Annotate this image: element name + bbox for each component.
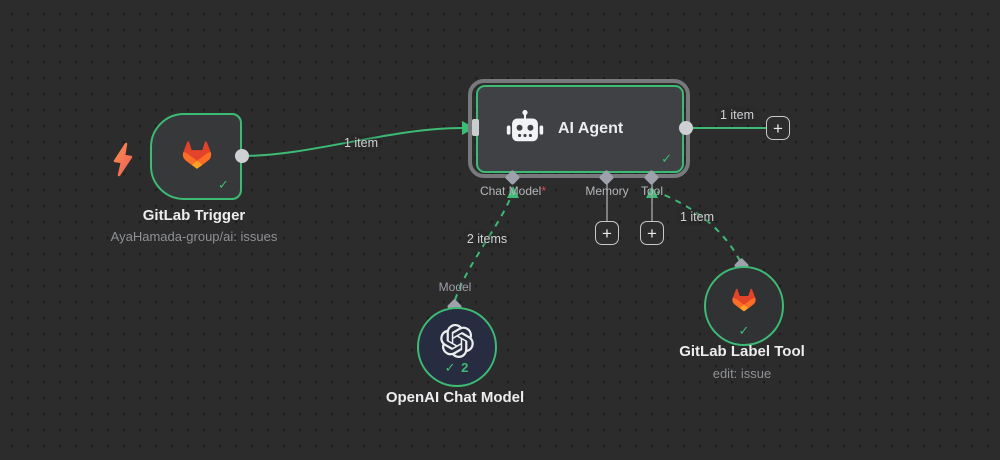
lightning-icon [113, 142, 133, 177]
connection-trigger-to-agent[interactable] [241, 127, 463, 157]
port-label-chat-model: Chat Model* [479, 184, 547, 198]
wire-label-tool-to-agent: 1 item [679, 210, 715, 224]
agent-input-port[interactable] [472, 119, 479, 136]
run-count-badge: ✓ 2 [444, 360, 470, 375]
connection-model-to-agent[interactable] [454, 193, 513, 301]
port-label-tool: Tool [640, 184, 663, 198]
wire-label-trigger-to-agent: 1 item [343, 136, 379, 150]
success-check-icon: ✓ [218, 177, 229, 192]
gitlab-icon [182, 141, 212, 169]
wire-label-model-to-agent: 2 items [466, 232, 508, 246]
port-label-memory: Memory [585, 184, 629, 198]
node-title-openai: OpenAI Chat Model [385, 389, 525, 406]
node-title-ai-agent: AI Agent [558, 120, 624, 137]
wire-label-agent-output: 1 item [719, 108, 755, 122]
success-check-icon: ✓ [738, 323, 750, 338]
success-check-icon: ✓ [661, 151, 672, 166]
node-title-gitlab-label-tool: GitLab Label Tool [679, 343, 805, 360]
node-openai-chat-model[interactable]: ✓ 2 [417, 307, 497, 387]
gitlab-icon [732, 288, 756, 312]
add-tool-button[interactable]: + [640, 221, 664, 245]
trigger-output-port[interactable] [235, 149, 249, 163]
add-memory-button[interactable]: + [595, 221, 619, 245]
node-subtitle-gitlab-label-tool: edit: issue [712, 366, 772, 381]
node-ai-agent[interactable]: AI Agent ✓ [476, 85, 684, 173]
connection-tool-to-agent[interactable] [656, 191, 741, 262]
node-title-gitlab-trigger: GitLab Trigger [142, 207, 246, 224]
openai-icon [440, 324, 474, 358]
agent-output-port[interactable] [679, 121, 693, 135]
node-subtitle-gitlab-trigger: AyaHamada-group/ai: issues [110, 229, 278, 244]
connection-arrow-chatmodel-port [507, 186, 519, 198]
node-gitlab-label-tool[interactable]: ✓ [704, 266, 784, 346]
add-next-node-button[interactable]: + [766, 116, 790, 140]
robot-icon [506, 109, 544, 142]
port-label-model: Model [438, 280, 472, 294]
node-gitlab-trigger[interactable]: ✓ [150, 113, 242, 200]
required-marker: * [541, 184, 547, 198]
